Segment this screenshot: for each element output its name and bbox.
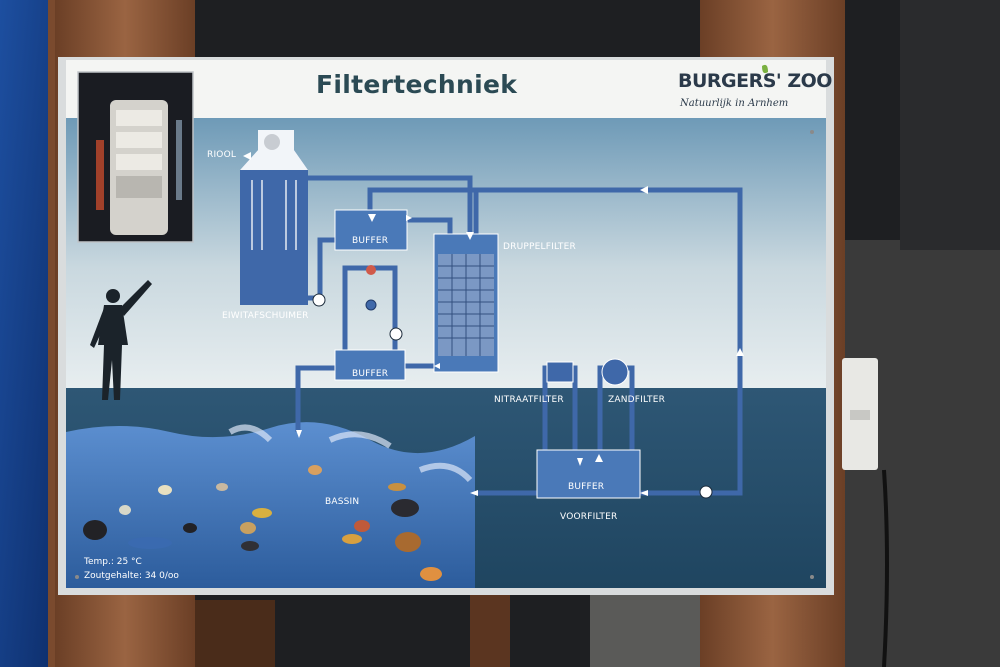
label-eiwitafschuimer: EIWITAFSCHUIMER (222, 311, 309, 321)
brand-tagline: Natuurlijk in Arnhem (680, 98, 789, 109)
temperature-text: Temp.: 25 °C (84, 557, 142, 567)
label-buffer-mid: BUFFER (352, 369, 389, 379)
label-voorfilter: VOORFILTER (560, 512, 618, 522)
label-buffer-bottom: BUFFER (568, 482, 605, 492)
label-bassin: BASSIN (325, 497, 360, 507)
person-silhouette-icon (90, 280, 152, 400)
label-zandfilter: ZANDFILTER (608, 395, 666, 405)
sign-title: Filtertechniek (316, 70, 518, 99)
brand-logo-text: BURGERS' ZOO (678, 70, 832, 92)
salinity-text: Zoutgehalte: 34 0/oo (84, 571, 179, 581)
label-buffer-top: BUFFER (352, 236, 389, 246)
logo-leaf-icon (762, 64, 768, 74)
label-nitraatfilter: NITRAATFILTER (494, 395, 564, 405)
label-riool: RIOOL (207, 150, 237, 160)
label-druppelfilter: DRUPPELFILTER (503, 242, 576, 252)
